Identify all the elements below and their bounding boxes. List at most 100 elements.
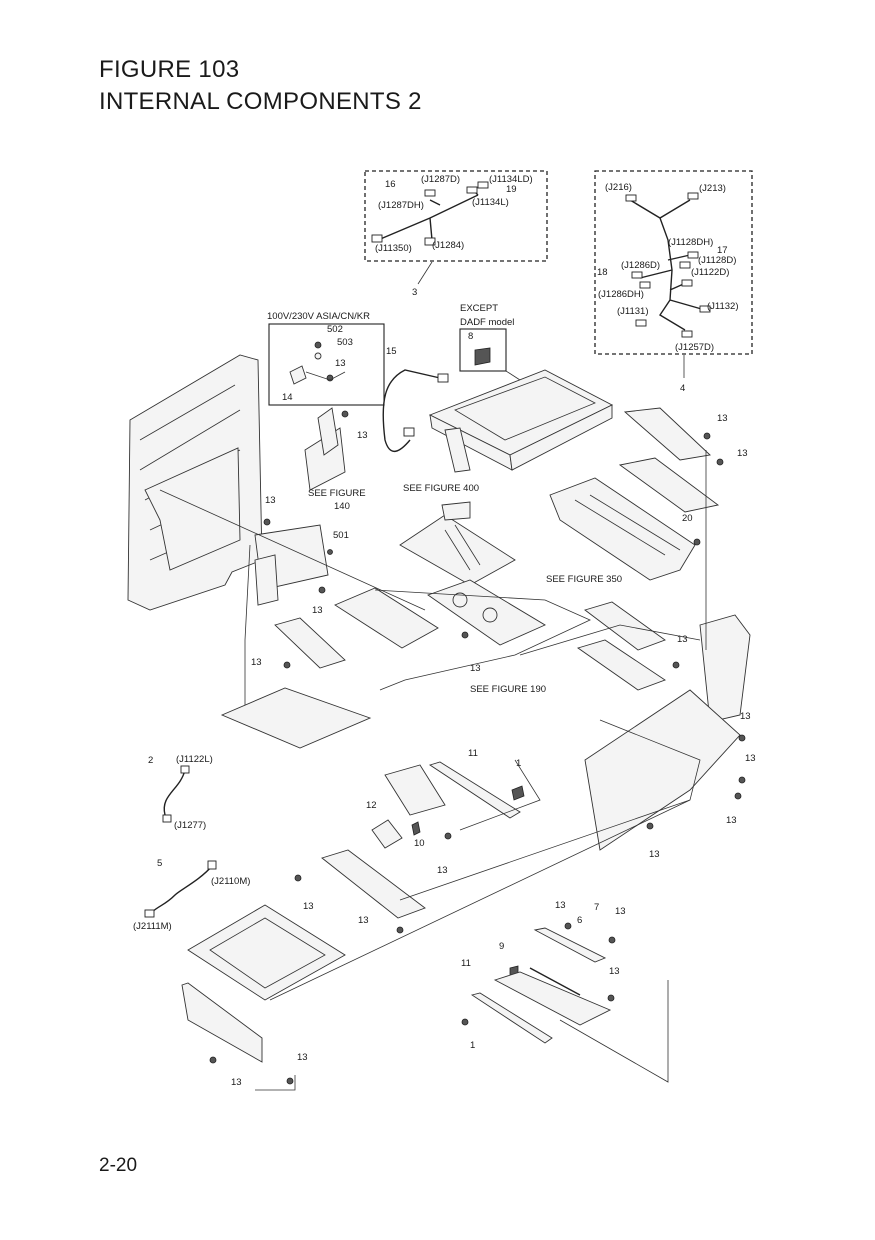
label-j1277: (J1277) <box>174 820 206 831</box>
connector-icon <box>207 860 217 870</box>
callout-13: 13 <box>357 430 368 441</box>
screw-icon <box>318 586 326 594</box>
connector-icon <box>180 765 190 774</box>
screw-icon <box>461 631 469 639</box>
see-figure-140-line2: 140 <box>334 501 350 512</box>
region-box-frame <box>268 323 385 406</box>
screw-icon <box>444 832 452 840</box>
callout-13: 13 <box>437 865 448 876</box>
connector-icon <box>681 330 693 338</box>
callout-11: 11 <box>468 748 478 759</box>
page-number: 2-20 <box>99 1155 138 1176</box>
screw-icon <box>693 538 701 546</box>
callout-502: 502 <box>327 324 343 335</box>
label-j1284: (J1284) <box>432 240 464 251</box>
screw-icon <box>607 994 615 1002</box>
cover-assembly-350: 20 SEE FIGURE 350 <box>546 477 701 585</box>
harness-box-4-frame <box>594 170 753 355</box>
see-figure-190: SEE FIGURE 190 <box>470 684 546 695</box>
right-frame-plate <box>699 614 751 723</box>
bottom-plate <box>187 904 346 1001</box>
label-j1132: (J1132) <box>707 301 739 312</box>
part-tray <box>493 971 612 1026</box>
connector-icon <box>679 261 691 269</box>
see-figure-400: SEE FIGURE 400 <box>403 483 479 494</box>
label-j11350: (J11350) <box>375 243 412 254</box>
reader-unit: SEE FIGURE 400 <box>403 369 613 494</box>
right-top-rails: 13 13 <box>618 407 748 513</box>
connector-icon <box>403 427 415 437</box>
callout-7: 7 <box>594 902 599 913</box>
callout-19: 19 <box>506 184 517 195</box>
connector-icon <box>687 251 699 259</box>
harness-box-4: (J216) (J213) (J1128DH) 17 (J1286D) (J11… <box>594 170 753 394</box>
label-j1286d: (J1286D) <box>621 260 660 271</box>
callout-13: 13 <box>297 1052 308 1063</box>
label-j213: (J213) <box>699 183 726 194</box>
except-line2: DADF model <box>460 317 514 328</box>
guide-part <box>576 639 666 691</box>
shaft-1-icon <box>461 1018 469 1026</box>
connector-icon <box>477 181 489 189</box>
rail-11 <box>470 992 553 1044</box>
see-figure-140-line1: SEE FIGURE <box>308 488 366 499</box>
callout-6: 6 <box>577 915 582 926</box>
label-j1286dh: (J1286DH) <box>598 289 644 300</box>
label-j1122l: (J1122L) <box>176 754 213 765</box>
callout-13: 13 <box>615 906 626 917</box>
except-dadf-note: EXCEPT DADF model 8 <box>459 303 521 381</box>
center-plates: 13 SEE FIGURE 190 <box>334 501 546 695</box>
callout-13: 13 <box>726 815 737 826</box>
except-box-frame <box>459 328 507 372</box>
harness-2: 2 (J1122L) (J1277) <box>148 754 213 831</box>
callout-13: 13 <box>555 900 566 911</box>
callout-20: 20 <box>682 513 693 524</box>
label-j216: (J216) <box>605 182 632 193</box>
callout-17: 17 <box>717 245 728 256</box>
harness-box-3-frame <box>364 170 548 262</box>
harness-5: 5 (J2110M) (J2111M) <box>133 858 250 932</box>
washer-icon <box>314 352 322 360</box>
connector-icon <box>424 237 436 246</box>
connector-icon <box>162 814 172 823</box>
label-j1134l: (J1134L) <box>472 197 509 208</box>
main-frame <box>584 689 741 851</box>
callout-4: 4 <box>680 383 685 394</box>
screw-icon <box>738 734 746 742</box>
callout-503: 503 <box>337 337 353 348</box>
right-frame-assembly: 13 13 13 13 13 <box>576 601 756 860</box>
connector-icon <box>437 373 449 383</box>
connector-icon <box>639 281 651 289</box>
callout-14: 14 <box>282 392 293 403</box>
callout-13: 13 <box>609 966 620 977</box>
side-bracket <box>181 982 263 1063</box>
callout-13: 13 <box>231 1077 242 1088</box>
screw-icon <box>703 432 711 440</box>
rail-11 <box>428 761 521 819</box>
screw-icon <box>283 661 291 669</box>
label-j2111m: (J2111M) <box>133 921 172 932</box>
rail-part <box>618 457 720 513</box>
lower-rail <box>321 849 426 919</box>
callout-2: 2 <box>148 755 153 766</box>
screw-icon <box>608 936 616 944</box>
part-12 <box>371 819 403 849</box>
screw-icon <box>564 922 572 930</box>
shaft-1-icon <box>511 785 525 801</box>
connector-icon <box>625 194 637 202</box>
callout-13: 13 <box>303 901 314 912</box>
callout-1: 1 <box>516 758 521 769</box>
bracket-part <box>384 764 446 816</box>
screw-icon <box>672 661 680 669</box>
connector-icon <box>466 186 478 194</box>
callout-12: 12 <box>366 800 377 811</box>
switch-part-icon <box>289 365 307 385</box>
connector-icon <box>687 192 699 200</box>
connector-icon <box>371 234 383 243</box>
screw-icon <box>734 792 742 800</box>
callout-13: 13 <box>649 849 660 860</box>
screw-icon <box>263 518 271 526</box>
callout-8: 8 <box>468 331 473 342</box>
base-plate <box>220 687 372 749</box>
